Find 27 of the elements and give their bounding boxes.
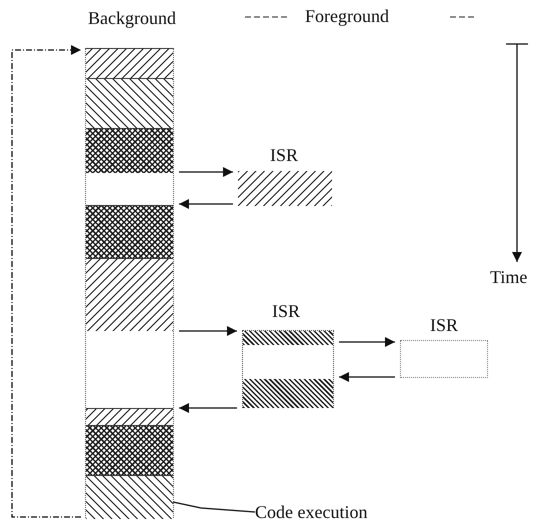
hatched-segment	[86, 258, 173, 331]
arrow	[11, 45, 81, 518]
isr-label: ISR	[270, 146, 298, 164]
arrow	[339, 337, 395, 347]
arrow	[179, 167, 233, 177]
hatched-segment	[86, 475, 173, 519]
isr-block	[242, 302, 334, 409]
arrow	[339, 372, 395, 382]
timeline-column-drawing	[85, 48, 174, 518]
isr-label: ISR	[272, 302, 300, 320]
foreground-label: Foreground	[305, 7, 389, 25]
isr-label: ISR	[430, 316, 458, 334]
hatched-segment	[86, 408, 173, 426]
callout-text: Code execution	[255, 502, 395, 522]
arrow	[179, 326, 237, 336]
hatched-segment	[86, 205, 173, 259]
hatched-segment	[86, 48, 173, 79]
leader-line	[172, 501, 256, 513]
hatched-segment	[86, 128, 173, 173]
hatched-segment	[86, 78, 173, 129]
arrow	[179, 199, 233, 209]
arrow	[179, 403, 237, 413]
isr-block	[400, 316, 488, 380]
column-heading: Background	[88, 9, 176, 27]
isr-block	[238, 146, 332, 206]
hatched-segment	[86, 425, 173, 476]
time-label: Time	[490, 268, 528, 286]
